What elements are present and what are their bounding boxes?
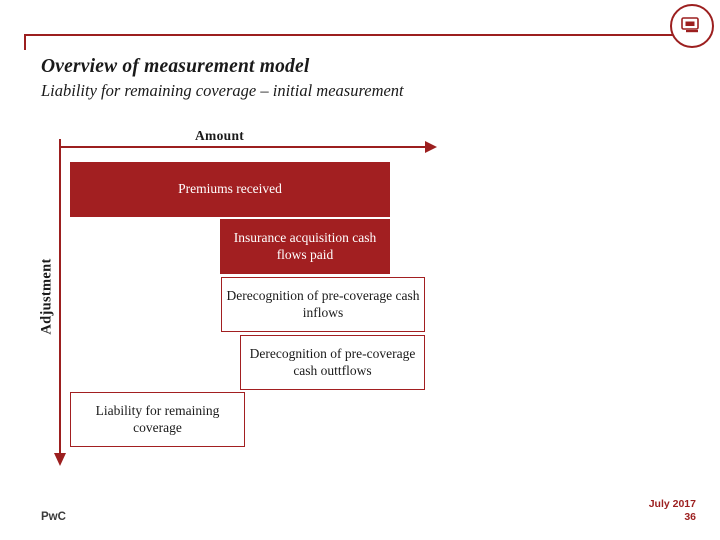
bar-premiums-received: Premiums received (70, 162, 390, 217)
page-subtitle: Liability for remaining coverage – initi… (41, 81, 404, 100)
header-left-tick (24, 34, 26, 50)
pwc-logo: PwC (41, 511, 66, 523)
corner-badge (670, 4, 714, 48)
bar-derecognition-pre-coverage-cash-outflows: Derecognition of pre-coverage cash outtf… (240, 335, 425, 390)
page-title: Overview of measurement model (41, 56, 310, 77)
bar-label: Premiums received (178, 181, 282, 197)
header-rule (24, 34, 696, 36)
bar-liability-for-remaining-coverage: Liability for remaining coverage (70, 392, 245, 447)
x-axis-label: Amount (195, 128, 245, 143)
footer-date: July 2017 (648, 498, 696, 510)
bar-label: Derecognition of pre-coverage cash outtf… (249, 345, 416, 378)
bar-label: Derecognition of pre-coverage cash inflo… (226, 287, 420, 320)
footer-page-number: 36 (684, 511, 696, 523)
bar-derecognition-pre-coverage-cash-inflows: Derecognition of pre-coverage cash inflo… (221, 277, 425, 332)
document-stack-icon (681, 17, 699, 33)
diagram-axes (54, 139, 437, 466)
bar-label: Insurance acquisition cash flows paid (233, 229, 377, 262)
bar-label: Liability for remaining coverage (95, 402, 220, 435)
bar-insurance-acquisition-cash-flows-paid: Insurance acquisition cash flows paid (220, 219, 390, 274)
